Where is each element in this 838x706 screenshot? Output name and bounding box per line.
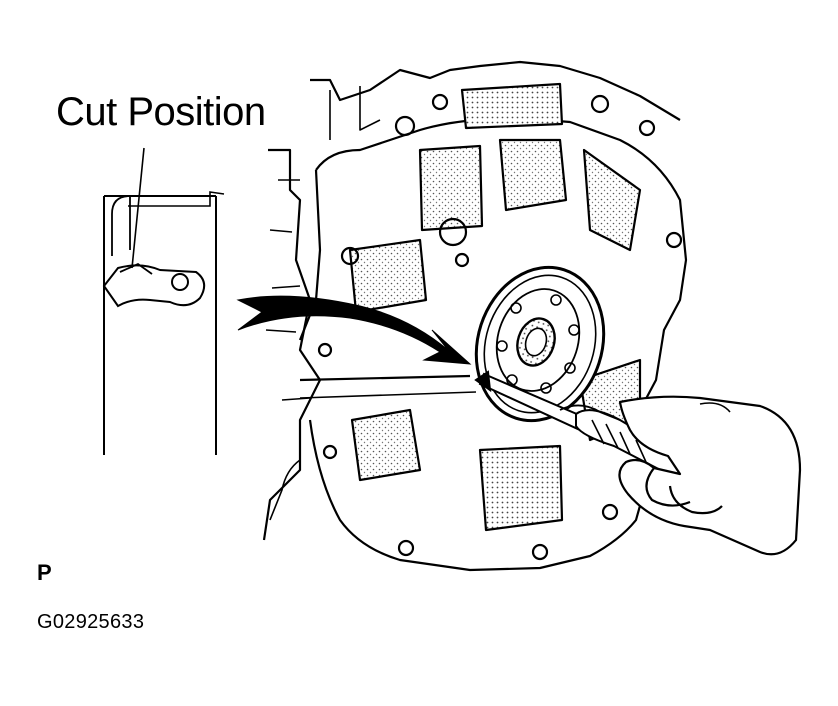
flange-hole-7 bbox=[510, 302, 522, 314]
pocket-lower-left bbox=[350, 408, 422, 482]
figure-id: G02925633 bbox=[37, 611, 145, 633]
block-lower-edge bbox=[308, 419, 652, 572]
pocket-upper-left bbox=[418, 144, 484, 232]
seal-lip bbox=[483, 274, 597, 414]
inset-cut-mark bbox=[119, 262, 153, 275]
bolt-boss-4 bbox=[638, 119, 656, 137]
hand-knuckle bbox=[699, 402, 731, 413]
screwdriver bbox=[474, 370, 686, 480]
thumb bbox=[559, 404, 621, 421]
block-top-ribs bbox=[329, 86, 381, 140]
pocket-upper-mid bbox=[498, 138, 568, 212]
cut-position-label: Cut Position bbox=[56, 90, 266, 134]
flange-hole-3 bbox=[564, 362, 576, 374]
bolt-boss-3 bbox=[590, 94, 610, 114]
small-hole-d bbox=[665, 231, 683, 249]
pan-rail-top bbox=[299, 374, 471, 382]
bolt-boss-2 bbox=[431, 93, 449, 111]
block-left-edge bbox=[262, 148, 322, 541]
flange-hole-2 bbox=[568, 324, 580, 336]
lower-bracket bbox=[269, 459, 301, 521]
hand bbox=[559, 395, 802, 556]
flange-bolt-holes bbox=[496, 294, 580, 394]
pocket-mid-left bbox=[348, 238, 428, 314]
rear-face-left bbox=[298, 169, 322, 341]
dowel-hole bbox=[438, 217, 468, 247]
hand-finger-2 bbox=[668, 485, 723, 515]
hand-palm bbox=[618, 395, 802, 556]
pan-rail-bottom bbox=[299, 391, 477, 399]
inset-bolt-hole bbox=[171, 273, 189, 291]
direction-arrow bbox=[236, 295, 472, 365]
bolt-boss-6 bbox=[531, 543, 549, 561]
small-hole-b bbox=[340, 246, 360, 266]
inset-flange bbox=[111, 195, 131, 256]
crank-pilot bbox=[524, 327, 548, 357]
handle-grip-lines bbox=[591, 419, 647, 463]
inset-seal-section bbox=[102, 264, 206, 308]
engine-block-rear bbox=[262, 60, 688, 572]
inset-lip bbox=[128, 191, 225, 207]
small-hole-a bbox=[454, 252, 470, 268]
inset-cross-section bbox=[102, 147, 225, 455]
screwdriver-tip bbox=[474, 370, 492, 393]
block-top-edge bbox=[310, 60, 681, 121]
block-left-ribs bbox=[265, 179, 311, 401]
oil-seal bbox=[474, 265, 606, 423]
small-hole-c bbox=[317, 342, 333, 358]
flange-hole-1 bbox=[550, 294, 562, 306]
bolt-boss-5 bbox=[397, 539, 415, 557]
cut-position-leader bbox=[131, 147, 145, 269]
pocket-top bbox=[460, 82, 564, 130]
page-marker: P bbox=[37, 560, 52, 585]
pocket-lower-mid bbox=[478, 444, 564, 532]
flange-hole-6 bbox=[496, 340, 508, 352]
bolt-boss-7 bbox=[601, 503, 619, 521]
pocket-upper-right bbox=[582, 148, 642, 252]
bolt-boss-8 bbox=[322, 444, 338, 460]
flange-hole-4 bbox=[540, 382, 552, 394]
